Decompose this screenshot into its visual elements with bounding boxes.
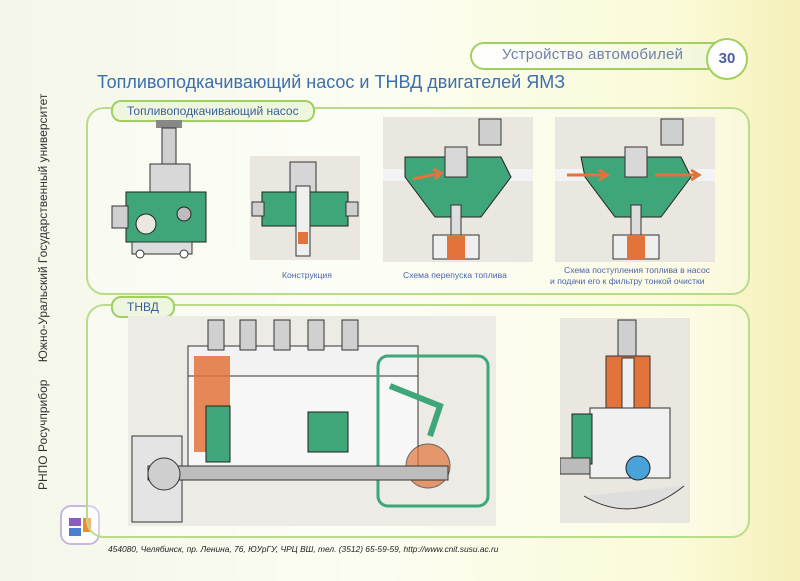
caption-supply-line1: Схема поступления топлива в насос [564,265,711,275]
injection-pump-section-figure [128,316,496,526]
caption-construction: Конструкция [282,270,332,280]
org-susu: Южно-Уральский Государственный университ… [36,93,50,363]
pump-construction-figure [250,156,360,260]
page-number: 30 [706,38,748,80]
caption-supply-line2: и подачи его к фильтру тонкой очистки [550,276,705,286]
pump-general-view-figure [106,114,211,264]
bypass-scheme-figure [383,117,533,262]
section-title: Устройство автомобилей [502,46,684,63]
injection-pump-cross-section-figure [560,318,690,523]
side-organization-text: РНПО Росучприбор Южно-Уральский Государс… [36,70,50,490]
fuel-pump-tab: Топливоподкачивающий насос [111,100,315,122]
supply-scheme-figure [555,117,715,262]
caption-bypass: Схема перепуска топлива [403,270,507,280]
section-header: Устройство автомобилей [470,42,722,70]
footer-address: 454080, Челябинск, пр. Ленина, 76, ЮУрГУ… [108,544,499,554]
page-title: Топливоподкачивающий насос и ТНВД двигат… [97,72,566,92]
injection-pump-tab: ТНВД [111,296,175,318]
org-rosuchpribor: РНПО Росучприбор [36,379,50,490]
